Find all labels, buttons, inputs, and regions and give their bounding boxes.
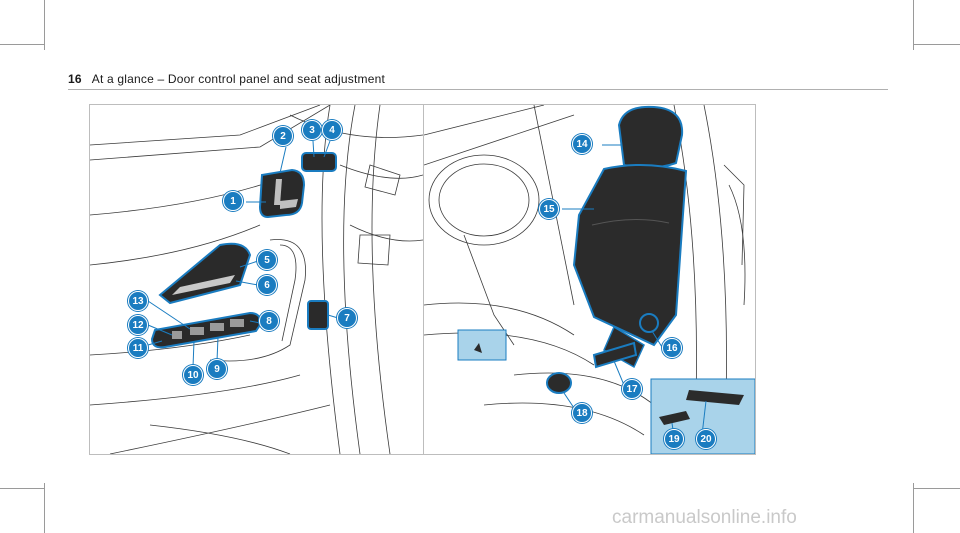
crop-mark bbox=[913, 0, 914, 50]
crop-mark bbox=[44, 483, 45, 533]
callout-11: 11 bbox=[128, 338, 148, 358]
callout-20: 20 bbox=[696, 429, 716, 449]
page-header: 16 At a glance – Door control panel and s… bbox=[68, 72, 385, 86]
callout-9: 9 bbox=[207, 359, 227, 379]
crop-mark bbox=[44, 0, 45, 50]
crop-mark bbox=[913, 488, 960, 489]
callout-5: 5 bbox=[257, 250, 277, 270]
callout-14: 14 bbox=[572, 134, 592, 154]
crop-mark bbox=[0, 44, 44, 45]
callout-4: 4 bbox=[322, 120, 342, 140]
callout-2: 2 bbox=[273, 126, 293, 146]
callout-7: 7 bbox=[337, 308, 357, 328]
page-number: 16 bbox=[68, 72, 82, 86]
callout-1: 1 bbox=[223, 191, 243, 211]
crop-mark bbox=[0, 488, 44, 489]
footer-watermark: carmanualsonline.info bbox=[612, 507, 797, 528]
seat-drawing bbox=[424, 105, 755, 454]
seat-illustration: 14 15 16 17 18 19 20 bbox=[423, 104, 756, 455]
callout-16: 16 bbox=[662, 338, 682, 358]
door-panel-drawing bbox=[90, 105, 423, 454]
callout-3: 3 bbox=[302, 120, 322, 140]
callout-15: 15 bbox=[539, 199, 559, 219]
crop-mark bbox=[913, 483, 914, 533]
header-divider bbox=[68, 89, 888, 90]
callout-19: 19 bbox=[664, 429, 684, 449]
page-title: At a glance – Door control panel and sea… bbox=[91, 72, 385, 86]
callout-13: 13 bbox=[128, 291, 148, 311]
callout-17: 17 bbox=[622, 379, 642, 399]
crop-mark bbox=[913, 44, 960, 45]
callout-8: 8 bbox=[259, 311, 279, 331]
callout-18: 18 bbox=[572, 403, 592, 423]
door-panel-illustration: 1 2 3 4 5 6 7 8 9 10 11 12 13 bbox=[89, 104, 424, 455]
callout-10: 10 bbox=[183, 365, 203, 385]
callout-6: 6 bbox=[257, 275, 277, 295]
callout-12: 12 bbox=[128, 315, 148, 335]
